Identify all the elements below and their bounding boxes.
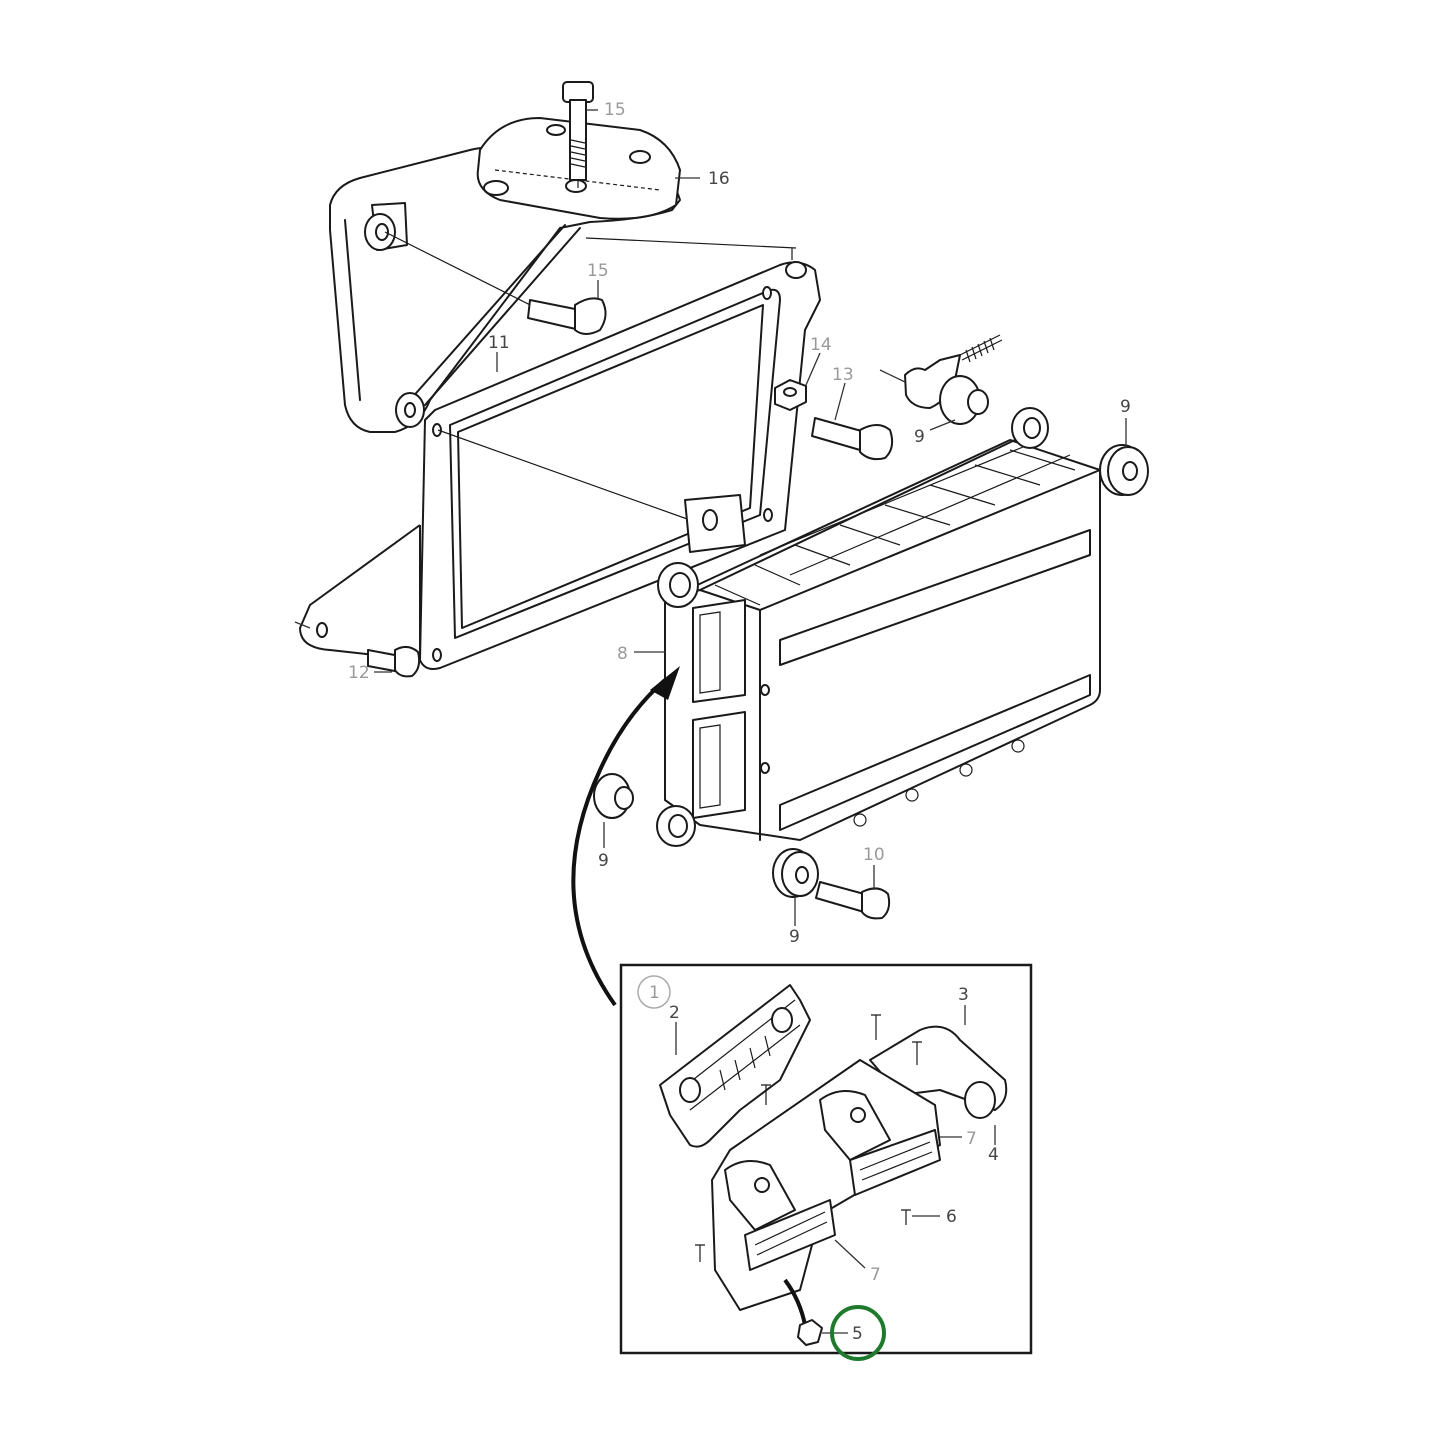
connector-cover-2 bbox=[659, 984, 811, 1148]
grommet-9-left bbox=[593, 773, 634, 819]
callout-13: 13 bbox=[832, 365, 854, 385]
inset-callout-7-upper: 7 bbox=[966, 1129, 977, 1149]
bolt-13 bbox=[811, 417, 894, 461]
callout-16: 16 bbox=[708, 169, 730, 189]
mounting-plate bbox=[299, 231, 821, 670]
mounting-bracket bbox=[329, 117, 681, 433]
inset-callout-4: 4 bbox=[988, 1145, 999, 1165]
inset-callout-6: 6 bbox=[946, 1207, 957, 1227]
ecu-housing bbox=[656, 407, 1101, 847]
callout-8: 8 bbox=[617, 644, 628, 664]
callout-15-mid: 15 bbox=[587, 261, 609, 281]
inset-reference-marker bbox=[637, 975, 671, 1009]
grommet-9-right bbox=[1099, 444, 1149, 496]
callout-11: 11 bbox=[488, 333, 510, 353]
inset-callout-7-lower: 7 bbox=[870, 1265, 881, 1285]
inset-marker-label: 1 bbox=[649, 983, 660, 1003]
connector-body bbox=[711, 1059, 941, 1346]
inset-callout-3: 3 bbox=[958, 985, 969, 1005]
callout-10: 10 bbox=[863, 845, 885, 865]
bolt-15-mid bbox=[527, 297, 607, 335]
callout-12: 12 bbox=[348, 663, 370, 683]
connector-detail-inset: 1 bbox=[619, 963, 1033, 1361]
reference-arrow bbox=[571, 666, 680, 1007]
grommet-9-bottom bbox=[772, 848, 819, 898]
callout-15-top: 15 bbox=[604, 100, 626, 120]
callout-9-left: 9 bbox=[598, 851, 609, 871]
leader-lines bbox=[294, 109, 1127, 926]
inset-callout-5: 5 bbox=[852, 1324, 863, 1344]
bolt-15-top bbox=[562, 81, 594, 188]
callout-9-hub: 9 bbox=[914, 427, 925, 447]
nut-14 bbox=[774, 379, 807, 411]
highlight-circle-callout-5 bbox=[830, 1305, 886, 1361]
callout-9-bottom: 9 bbox=[789, 927, 800, 947]
inset-callout-2: 2 bbox=[669, 1003, 680, 1023]
grommet-9-hub bbox=[904, 334, 1003, 425]
callout-14: 14 bbox=[810, 335, 832, 355]
bolt-10 bbox=[815, 881, 891, 920]
callout-9-right: 9 bbox=[1120, 397, 1131, 417]
screws bbox=[695, 1014, 922, 1262]
bolt-12 bbox=[367, 646, 421, 678]
inset-leader-lines bbox=[675, 1005, 996, 1334]
callout-labels: 15 16 15 11 14 13 9 9 8 12 9 9 10 bbox=[348, 100, 1131, 947]
